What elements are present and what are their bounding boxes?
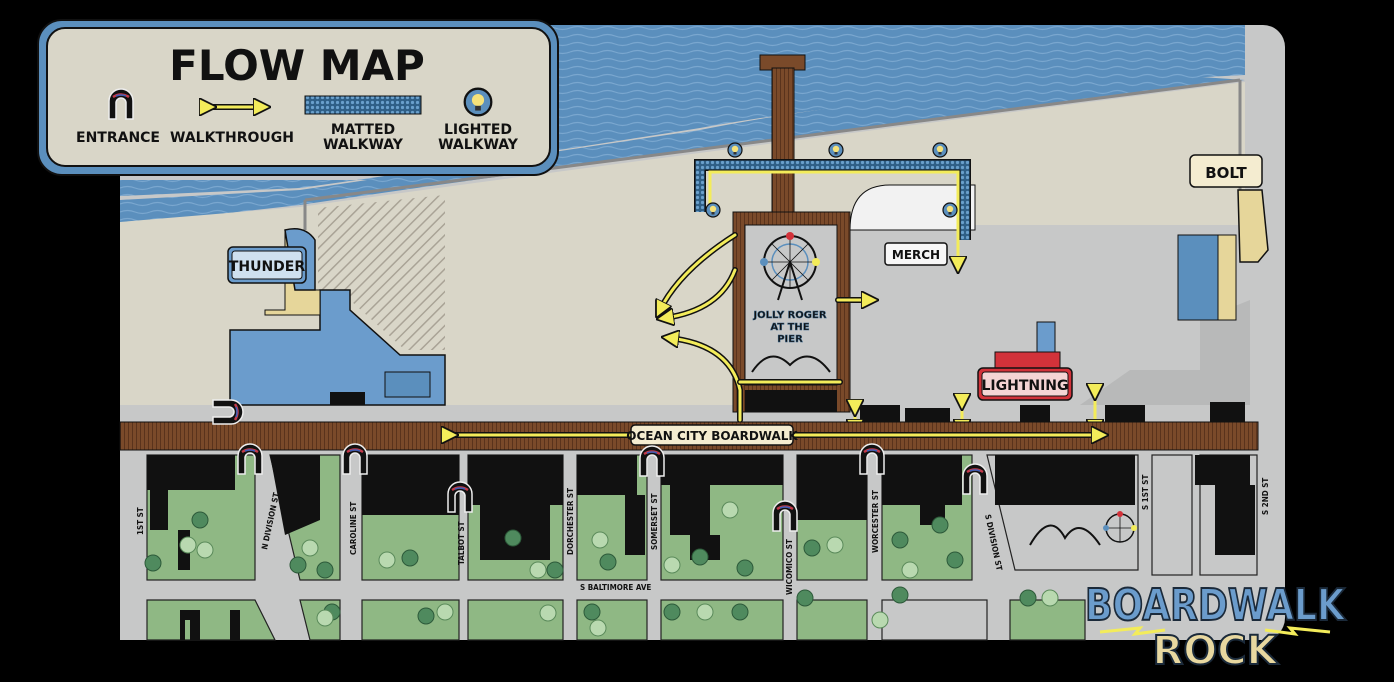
- legend-lighted-label-2: WALKWAY: [438, 137, 519, 153]
- bolt-label-box: [1189, 154, 1263, 188]
- street-dorchester: DORCHESTER ST: [566, 488, 575, 555]
- walkthrough-arrows: [660, 232, 870, 423]
- logo-line-1: BOARDWALK: [1085, 580, 1347, 631]
- legend-walkthrough-label: WALKTHROUGH: [170, 130, 294, 146]
- parking-lot: [740, 225, 1275, 405]
- bolt-label: BOLT: [1205, 164, 1247, 182]
- street-somerset: SOMERSET ST: [650, 493, 659, 550]
- street-1st: 1ST ST: [136, 507, 145, 535]
- street-caroline: CAROLINE ST: [349, 502, 358, 555]
- roller-coaster-icon: [1029, 524, 1101, 546]
- street-s-1st: S 1ST ST: [1141, 475, 1150, 510]
- ferris-wheel-icon: [760, 232, 820, 301]
- legend-matted-label-1: MATTED: [331, 122, 395, 138]
- legend-lighted-label-1: LIGHTED: [444, 122, 512, 138]
- lighted-walkway-bulb-icon: [705, 202, 721, 218]
- boardwalk-label: OCEAN CITY BOARDWALK: [626, 429, 798, 443]
- thunder-label: THUNDER: [229, 259, 306, 275]
- merch-label-box: [884, 242, 948, 266]
- jolly-roger-label-3: PIER: [777, 334, 803, 345]
- legend-title: FLOW MAP: [169, 41, 425, 90]
- pier: [771, 67, 795, 219]
- street-worcester: WORCESTER ST: [871, 490, 880, 553]
- lighted-walkway-bulb-icon: [463, 87, 493, 117]
- logo-line-2: ROCK: [1153, 628, 1280, 674]
- restricted-area: [318, 195, 445, 350]
- boardwalk-rock-logo: BOARDWALK ROCK: [1084, 579, 1348, 675]
- street-talbot: TALBOT ST: [457, 521, 466, 565]
- jolly-roger-label-2: AT THE: [770, 322, 809, 333]
- legend: FLOW MAP ENTRANCE WALKTHROUGH MATTED WAL…: [37, 19, 559, 176]
- street-wicomico: WICOMICO ST: [785, 539, 794, 595]
- ferris-wheel-icon: [1103, 511, 1137, 543]
- legend-entrance-label: ENTRANCE: [76, 130, 160, 146]
- street-s-baltimore: S BALTIMORE AVE: [580, 583, 651, 592]
- merch-label: MERCH: [892, 248, 940, 262]
- legend-matted-label-2: WALKWAY: [323, 137, 404, 153]
- lighted-walkway-bulb-icon: [727, 142, 743, 158]
- matted-walkway-swatch: [304, 95, 422, 115]
- lighted-walkway-bulb-icon: [932, 142, 948, 158]
- town-buildings: [147, 455, 1255, 640]
- lightning-label: LIGHTNING: [981, 378, 1068, 394]
- street-s-2nd: S 2ND ST: [1261, 478, 1270, 515]
- lighted-walkway-bulb-icon: [828, 142, 844, 158]
- matted-walkway: [695, 160, 970, 240]
- ocean-water-top: [120, 25, 1245, 196]
- walkthrough-arrow: [708, 170, 958, 265]
- jolly-roger-label-1: JOLLY ROGER: [752, 310, 826, 321]
- roller-coaster-icon: [751, 355, 831, 373]
- lighted-walkway-bulb-icon: [942, 202, 958, 218]
